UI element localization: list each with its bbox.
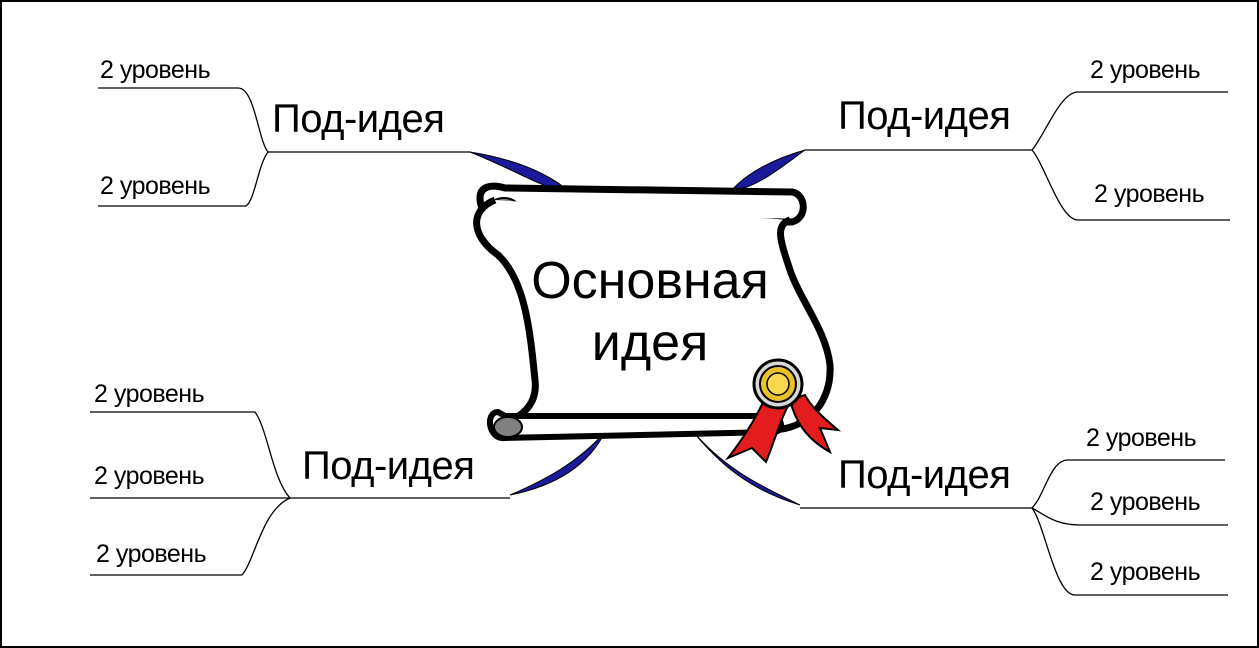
main-idea-title: Основная идея [505, 250, 795, 374]
level2-bottom-right-1: 2 уровень [1086, 424, 1197, 452]
connector-bottom-right [689, 427, 801, 506]
scroll-graphic [473, 182, 834, 441]
level2-bottom-right-3: 2 уровень [1090, 558, 1201, 586]
subidea-bottom-right: Под-идея [838, 453, 1011, 497]
level2-top-right-2: 2 уровень [1094, 180, 1205, 208]
connector-top-right [728, 149, 806, 193]
subidea-top-left: Под-идея [272, 97, 445, 141]
level2-top-left-2: 2 уровень [100, 172, 211, 200]
level2-bottom-left-3: 2 уровень [96, 540, 207, 568]
subidea-bottom-left: Под-идея [302, 444, 475, 488]
main-idea-line-2: идея [591, 314, 709, 372]
level2-bottom-right-2: 2 уровень [1090, 488, 1201, 516]
branch-lines-top-left [98, 87, 470, 207]
main-idea-line-1: Основная [531, 252, 769, 310]
ribbon-seal [724, 358, 842, 464]
branch-lines-bottom-left [90, 411, 510, 576]
branch-lines-top-right [805, 91, 1230, 221]
subidea-top-right: Под-идея [838, 94, 1011, 138]
level2-bottom-left-1: 2 уровень [94, 380, 205, 408]
connector-bottom-left [509, 431, 606, 496]
level2-bottom-left-2: 2 уровень [94, 462, 205, 490]
level2-top-left-1: 2 уровень [100, 56, 211, 84]
level2-top-right-1: 2 уровень [1090, 56, 1201, 84]
branch-lines-bottom-right [800, 459, 1228, 596]
